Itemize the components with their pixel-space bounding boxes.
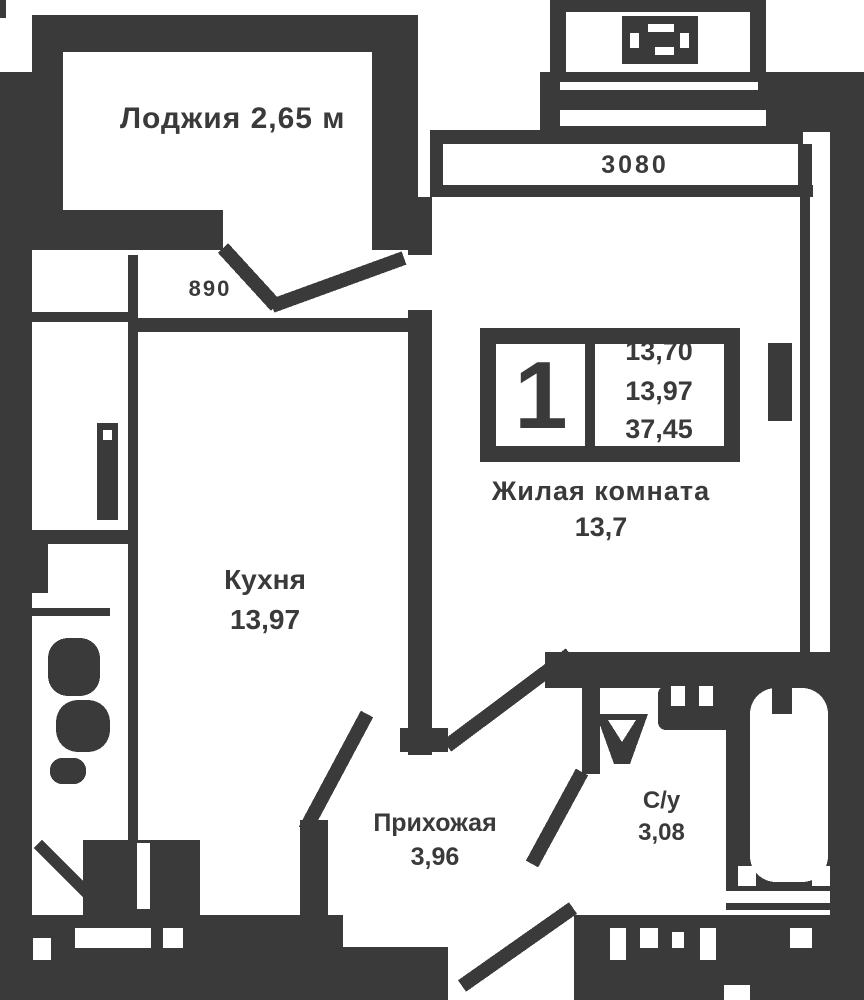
radiator-icon [97, 343, 792, 520]
callout-label: Лоджия 2,65 м [120, 102, 346, 135]
door-swing-icon [33, 243, 589, 992]
living-door-leaf [442, 648, 575, 752]
room-area-bathroom: 3,08 [638, 819, 685, 846]
kitchen-door-leaf [298, 710, 374, 834]
info-box-divider [585, 344, 595, 446]
balcony-door-arc [33, 839, 137, 919]
window-slit [560, 82, 758, 90]
room-label-kitchen: Кухня [224, 564, 306, 595]
dimension-opening-label: 890 [188, 276, 232, 301]
washbasin-icon [596, 714, 648, 764]
callout-bubble [32, 15, 418, 250]
ventilation-shaft-icon [622, 16, 698, 64]
callout-tail-left [217, 243, 282, 311]
room-label-hallway: Прихожая [373, 809, 497, 837]
room-area-hallway: 3,96 [410, 843, 460, 871]
room-label-living: Жилая комната [491, 476, 711, 506]
room-area-living: 13,7 [574, 512, 628, 542]
toilet-icon [658, 686, 732, 730]
window-slit [560, 110, 766, 126]
entrance-door-leaf [457, 902, 578, 992]
living-right-wall [800, 144, 810, 654]
room-area-kitchen: 13,97 [229, 604, 301, 635]
bathtub-icon [726, 672, 830, 910]
area-line: 13,97 [625, 376, 693, 406]
area-line: 13,70 [625, 336, 693, 366]
kitchen-top-wall [130, 318, 408, 332]
fixtures [48, 16, 830, 910]
dimension-top-label: 3080 [601, 151, 669, 179]
left-inner-wall [128, 255, 138, 920]
bathroom-door-leaf [525, 768, 589, 868]
callout-tail-right [269, 251, 407, 313]
rooms-count: 1 [514, 342, 568, 449]
room-label-bathroom: С/у [642, 787, 681, 814]
outer-right-wall [830, 132, 864, 1000]
sink-icon [48, 638, 110, 784]
outer-left-wall [0, 72, 32, 1000]
area-line: 37,45 [625, 414, 693, 444]
